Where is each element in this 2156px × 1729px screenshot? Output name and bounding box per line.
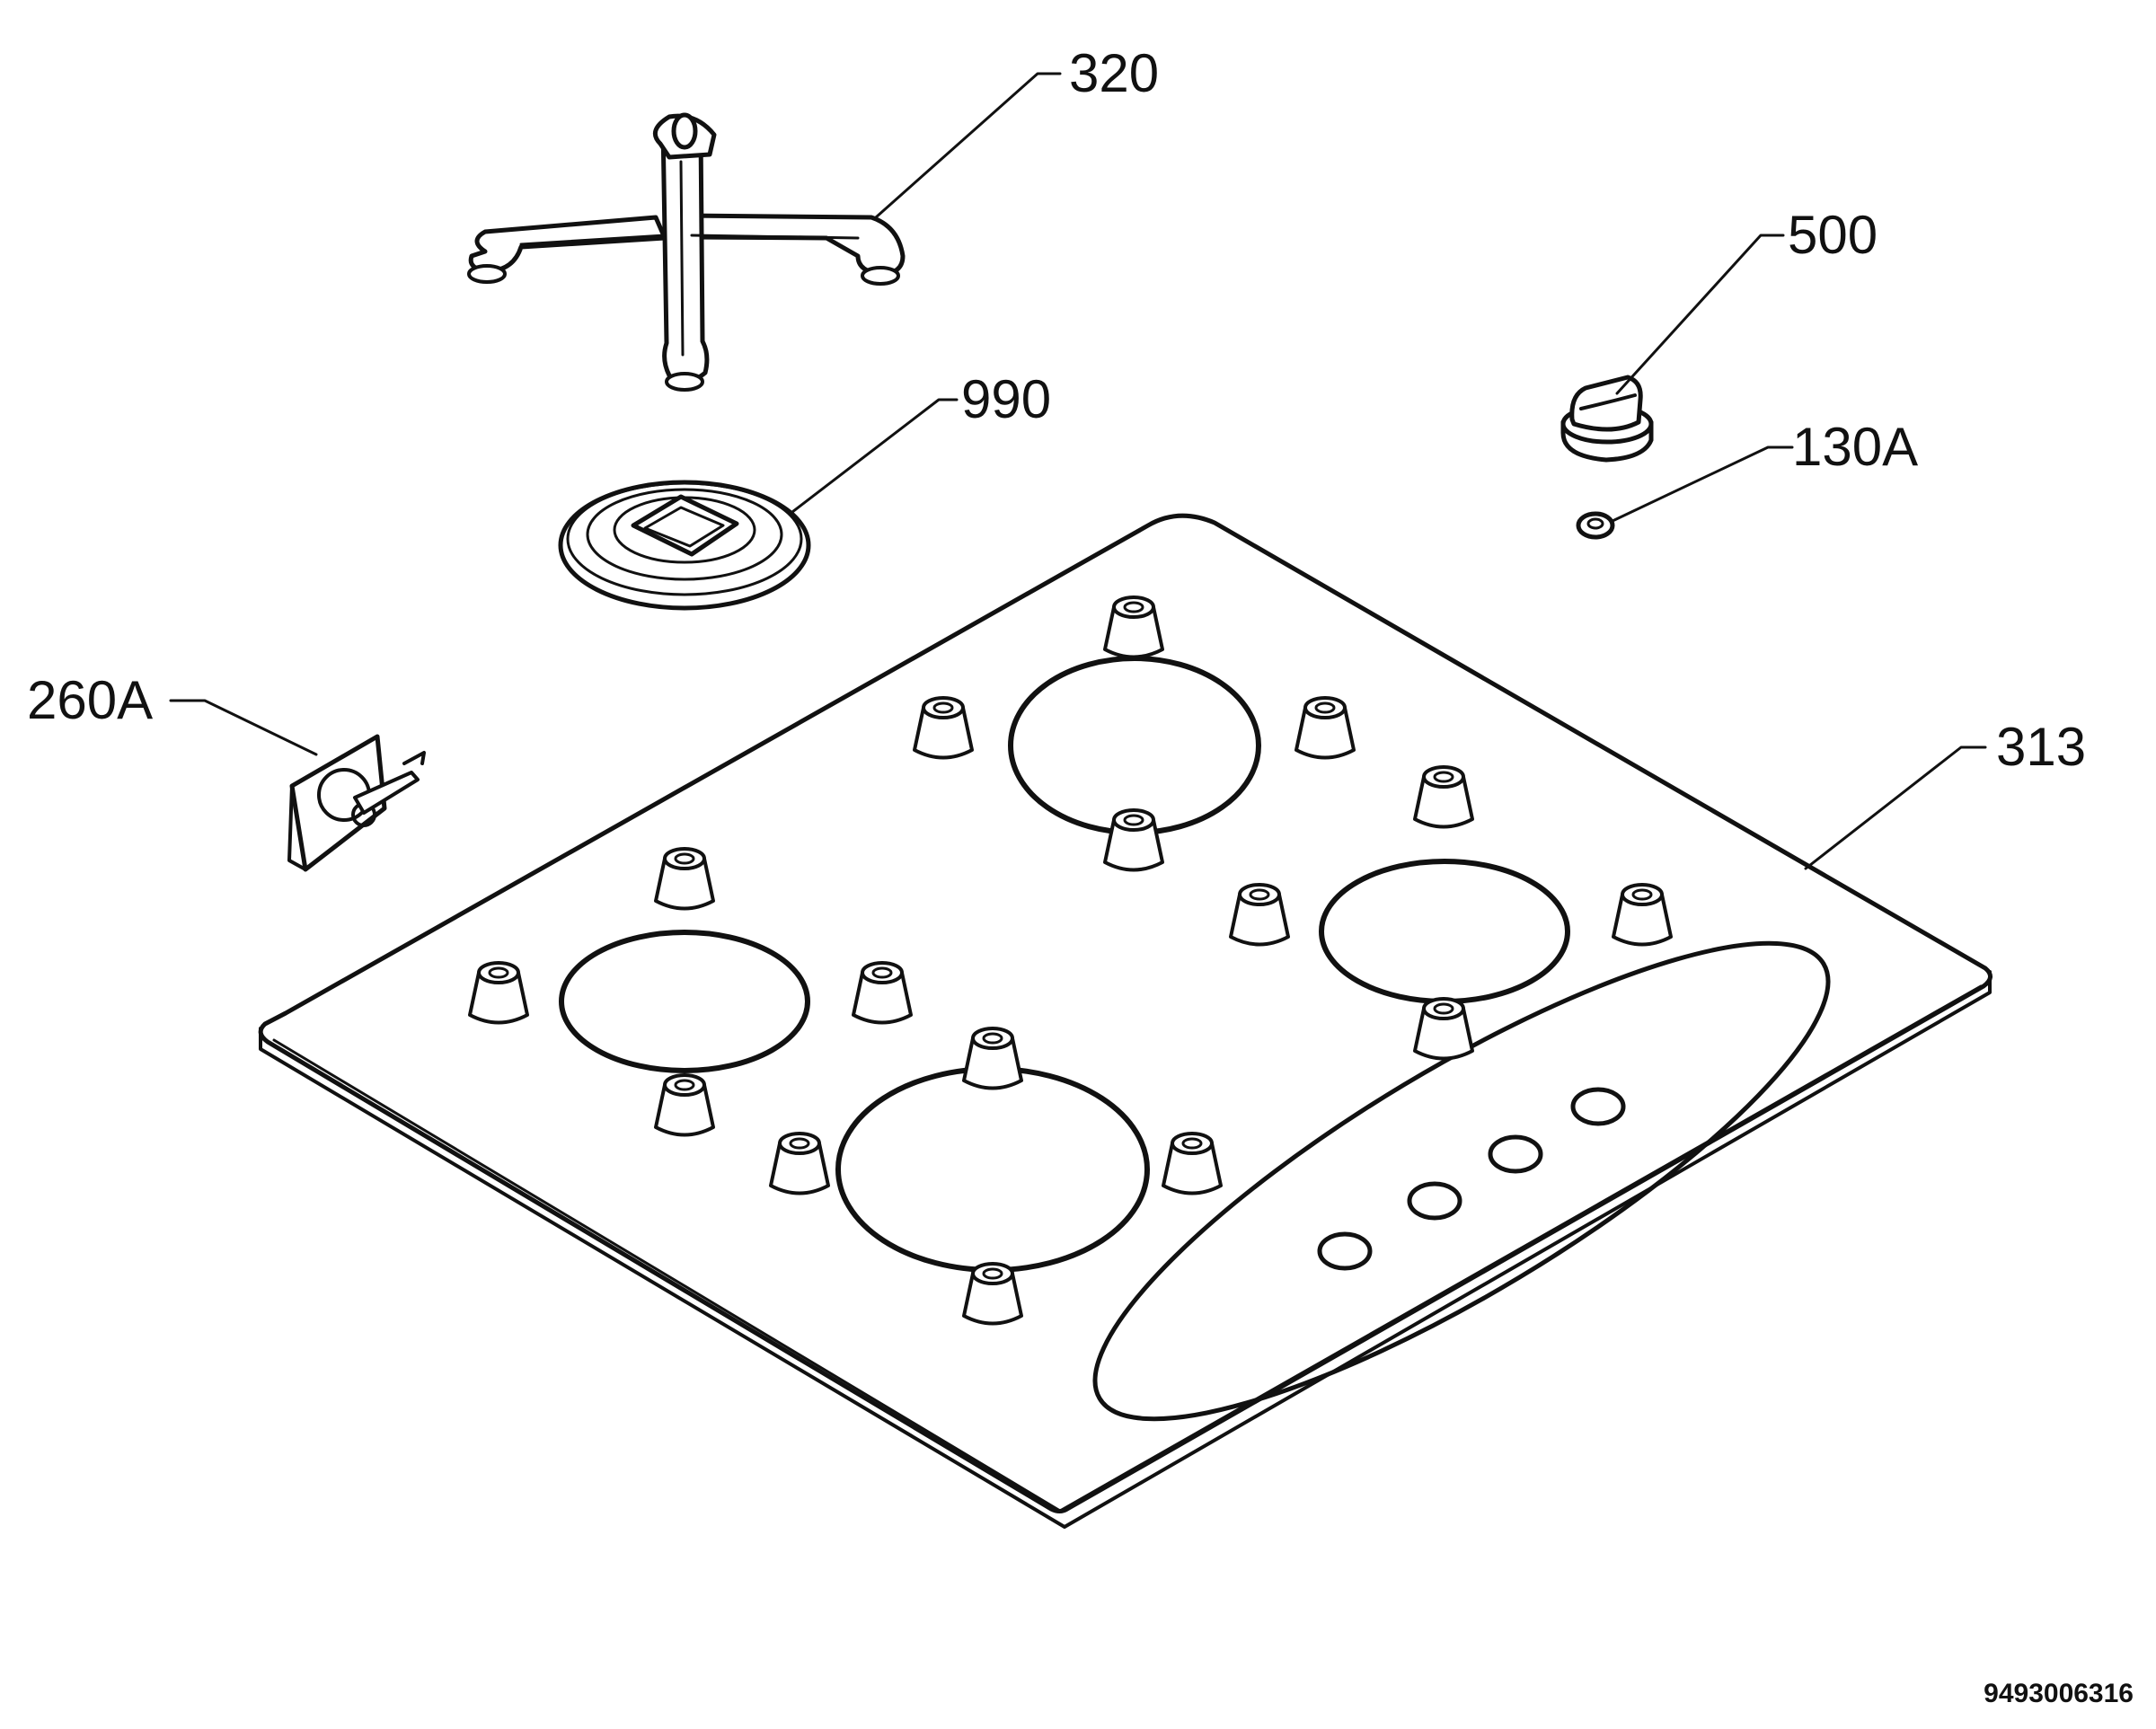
support-foot bbox=[1103, 808, 1164, 872]
control-panel-ellipse bbox=[1092, 940, 1831, 1422]
support-foot bbox=[962, 1262, 1023, 1326]
support-foot bbox=[913, 696, 974, 760]
leader-lines bbox=[169, 72, 1987, 870]
knob-spring bbox=[1576, 511, 1615, 540]
support-foot bbox=[1612, 883, 1673, 947]
callout-500: 500 bbox=[1788, 205, 1878, 265]
callout-313: 313 bbox=[1996, 717, 2086, 777]
callout-130a: 130A bbox=[1792, 417, 1918, 477]
callout-990: 990 bbox=[961, 369, 1051, 429]
pan-support bbox=[467, 112, 906, 392]
support-foot bbox=[654, 847, 715, 911]
support-foot bbox=[1103, 595, 1164, 659]
support-foot bbox=[1162, 1132, 1223, 1195]
hob-top-plate bbox=[258, 513, 1993, 1529]
support-foot bbox=[852, 961, 913, 1025]
knob-holes bbox=[1317, 1087, 1626, 1271]
support-foot bbox=[654, 1073, 715, 1137]
callout-260a: 260A bbox=[27, 670, 153, 730]
callout-labels: 320 990 500 130A 260A 313 bbox=[27, 43, 2086, 777]
support-foot bbox=[1413, 765, 1474, 829]
document-number: 9493006316 bbox=[1984, 1679, 2134, 1708]
burner-support-feet bbox=[468, 595, 1673, 1326]
burner-cap bbox=[558, 480, 811, 611]
support-foot bbox=[962, 1027, 1023, 1090]
support-foot bbox=[1294, 696, 1356, 760]
support-foot bbox=[1413, 997, 1474, 1061]
support-foot bbox=[1229, 883, 1290, 947]
support-foot bbox=[769, 1132, 830, 1195]
callout-320: 320 bbox=[1069, 43, 1159, 103]
clip bbox=[287, 734, 426, 872]
support-foot bbox=[468, 961, 529, 1025]
control-knob bbox=[1560, 375, 1654, 463]
